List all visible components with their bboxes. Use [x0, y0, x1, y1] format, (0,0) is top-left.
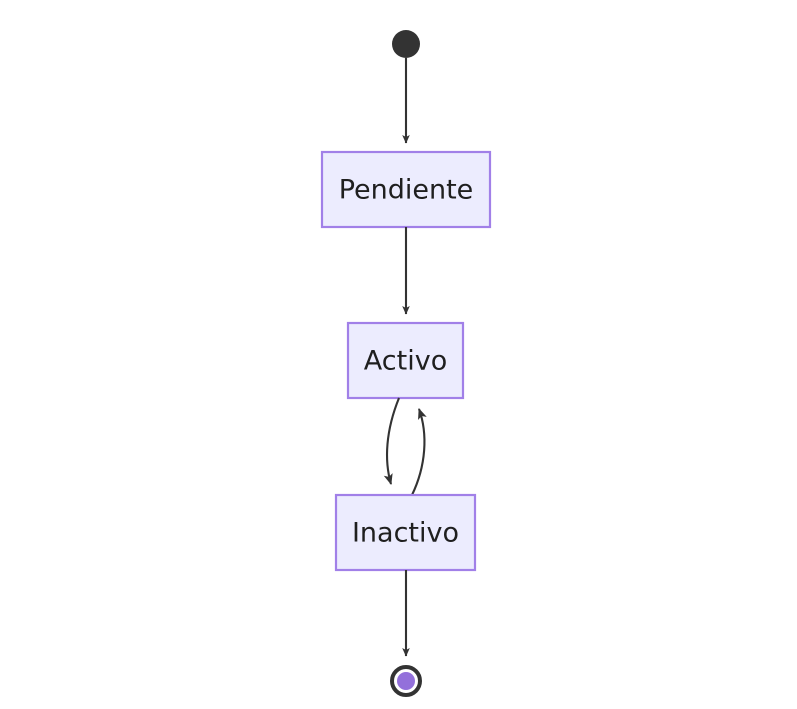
state-node-inactivo-label: Inactivo [352, 518, 459, 549]
start-node[interactable] [392, 30, 420, 58]
edge-inactivo-to-activo [411, 408, 427, 496]
state-node-activo[interactable]: Activo [346, 321, 465, 400]
edge-activo-to-inactivo [383, 397, 400, 485]
state-node-pendiente-label: Pendiente [339, 175, 474, 206]
state-node-inactivo[interactable]: Inactivo [334, 493, 477, 572]
state-node-pendiente[interactable]: Pendiente [320, 150, 492, 229]
state-node-inactivo-box [334, 493, 477, 572]
end-node-inner [397, 672, 415, 690]
end-node[interactable] [390, 665, 422, 697]
state-node-activo-box [346, 321, 465, 400]
state-node-activo-label: Activo [364, 346, 447, 377]
